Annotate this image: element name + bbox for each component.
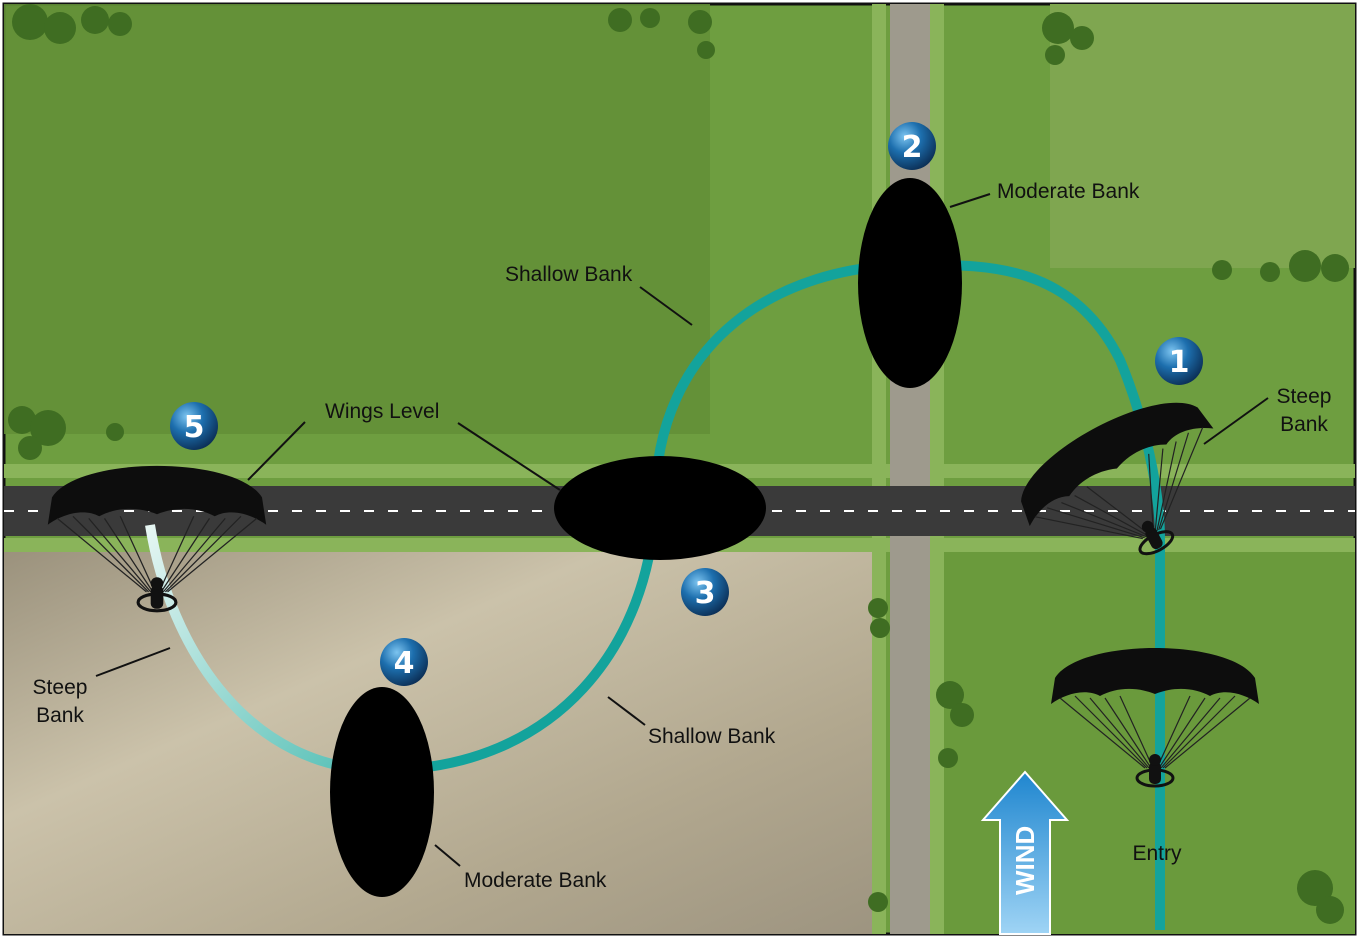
label-wings-level: Wings Level	[325, 400, 439, 423]
label-steep-bank-right-1: Steep	[1277, 385, 1332, 408]
wing-oval-bottom	[330, 687, 434, 897]
leader-lines	[95, 193, 1269, 867]
label-shallow-bank-bottom: Shallow Bank	[648, 725, 776, 748]
label-moderate-bank-top: Moderate Bank	[997, 180, 1140, 203]
label-steep-bank-right-2: Bank	[1280, 413, 1328, 436]
marker-4: 4	[394, 646, 415, 681]
label-steep-bank-left-2: Bank	[36, 704, 84, 727]
numbered-ball-icon: 1	[1155, 337, 1203, 385]
wing-oval-center	[554, 456, 766, 560]
label-steep-bank-left-1: Steep	[33, 676, 88, 699]
marker-5: 5	[184, 410, 205, 445]
label-moderate-bank-bottom: Moderate Bank	[464, 869, 607, 892]
dirt-field	[4, 548, 876, 934]
marker-2: 2	[902, 130, 923, 165]
marker-1: 1	[1169, 345, 1190, 380]
lower-right-field	[935, 548, 1355, 934]
marker-3: 3	[695, 576, 716, 611]
wind-label: WIND	[1010, 826, 1040, 895]
numbered-ball-icon: 4	[380, 638, 428, 686]
wing-oval-top	[858, 178, 962, 388]
tree-cluster	[8, 4, 1349, 924]
numbered-ball-icon: 3	[681, 568, 729, 616]
label-entry: Entry	[1132, 842, 1182, 865]
numbered-ball-icon: 2	[888, 122, 936, 170]
numbered-ball-icon: 5	[170, 402, 218, 450]
label-shallow-bank-top: Shallow Bank	[505, 263, 633, 286]
upper-right-field	[1050, 4, 1355, 268]
upper-left-field	[4, 4, 710, 434]
wind-arrow-icon: WIND	[980, 770, 1070, 935]
